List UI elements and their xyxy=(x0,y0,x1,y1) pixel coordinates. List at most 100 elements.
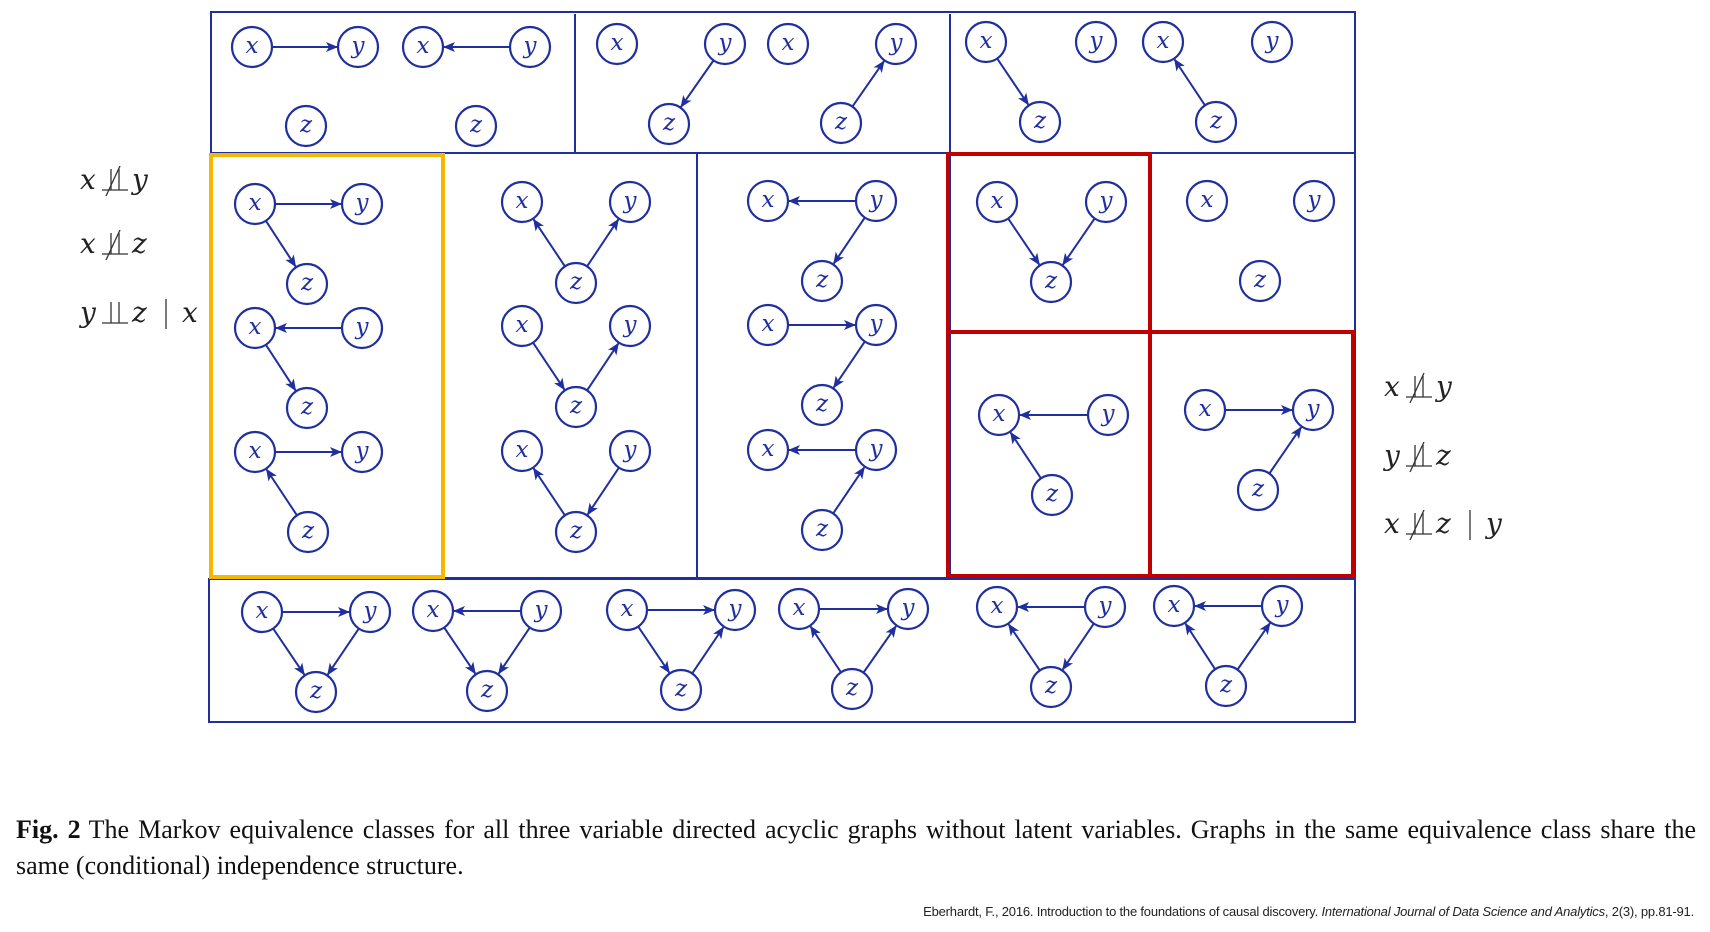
node-label: x xyxy=(1157,28,1170,54)
node-circle xyxy=(659,668,703,712)
node-z: z xyxy=(1236,468,1280,512)
node-circle xyxy=(746,303,790,347)
edge-z-to-x xyxy=(1007,623,1041,671)
node-x: x xyxy=(605,588,649,632)
node-circle xyxy=(554,385,598,429)
node-circle xyxy=(608,429,652,473)
node-x: x xyxy=(500,304,544,348)
node-label: y xyxy=(869,187,884,213)
node-z: z xyxy=(1029,260,1073,304)
node-y: y xyxy=(854,428,898,472)
node-circle xyxy=(777,587,821,631)
node-x: x xyxy=(411,589,455,633)
node-circle xyxy=(233,182,277,226)
dag-bottom-1: x y z xyxy=(240,590,392,714)
node-circle xyxy=(1291,388,1335,432)
node-circle xyxy=(1141,20,1185,64)
node-circle xyxy=(977,393,1021,437)
variable-label: x xyxy=(1384,370,1400,403)
node-label: y xyxy=(355,438,370,464)
node-label: z xyxy=(662,110,676,136)
node-label: x xyxy=(516,188,529,214)
node-x: x xyxy=(233,306,277,350)
node-label: x xyxy=(993,401,1006,427)
node-circle xyxy=(647,102,691,146)
node-label: z xyxy=(300,394,314,420)
node-z: z xyxy=(294,670,338,714)
node-z: z xyxy=(465,669,509,713)
node-label: x xyxy=(621,596,634,622)
node-circle xyxy=(1260,584,1304,628)
not-independence-symbol-icon xyxy=(102,229,128,261)
node-label: y xyxy=(623,312,638,338)
variable-label: x xyxy=(80,227,96,260)
node-circle xyxy=(519,589,563,633)
node-label: z xyxy=(815,267,829,293)
node-x: x xyxy=(975,585,1019,629)
edge-x-to-z xyxy=(637,626,671,674)
node-circle xyxy=(233,430,277,474)
node-circle xyxy=(554,510,598,554)
node-circle xyxy=(411,589,455,633)
node-label: x xyxy=(256,598,269,624)
node-y: y xyxy=(608,180,652,224)
node-x: x xyxy=(1141,20,1185,64)
variable-label: x xyxy=(80,163,96,196)
node-label: x xyxy=(417,33,430,59)
node-circle xyxy=(713,588,757,632)
node-circle xyxy=(1074,20,1118,64)
node-label: y xyxy=(623,188,638,214)
node-circle xyxy=(336,25,380,69)
edge-z-to-y xyxy=(832,466,866,514)
edge-z-to-y xyxy=(862,625,897,674)
yellow-highlight-box xyxy=(209,153,445,579)
node-label: x xyxy=(249,438,262,464)
node-label: y xyxy=(623,437,638,463)
node-y: y xyxy=(874,22,918,66)
node-label: y xyxy=(1098,593,1113,619)
edge-z-to-y xyxy=(691,626,725,674)
frames-layer xyxy=(208,11,1356,723)
node-label: x xyxy=(516,312,529,338)
red-box-top-left xyxy=(946,152,1152,334)
node-label: y xyxy=(1265,28,1280,54)
red-box-bottom-right xyxy=(1148,330,1355,578)
node-circle xyxy=(1238,259,1282,303)
node-label: x xyxy=(980,28,993,54)
independence-symbol-icon xyxy=(102,302,128,324)
node-label: x xyxy=(249,314,262,340)
node-y: y xyxy=(1086,393,1130,437)
edge-z-to-x xyxy=(1009,431,1042,479)
node-label: x xyxy=(762,187,775,213)
not-independence-symbol-icon xyxy=(1406,372,1432,404)
node-label: y xyxy=(363,598,378,624)
node-circle xyxy=(240,590,284,634)
node-circle xyxy=(1185,179,1229,223)
node-y: y xyxy=(703,22,747,66)
node-circle xyxy=(819,101,863,145)
node-circle xyxy=(465,669,509,713)
node-z: z xyxy=(659,668,703,712)
node-y: y xyxy=(519,589,563,633)
edge-y-to-z xyxy=(1061,623,1095,671)
node-label: x xyxy=(249,190,262,216)
node-circle xyxy=(975,180,1019,224)
variable-label: z xyxy=(131,227,147,260)
node-label: y xyxy=(1275,592,1290,618)
citation-journal: International Journal of Data Science an… xyxy=(1321,904,1605,919)
node-y: y xyxy=(1260,584,1304,628)
node-y: y xyxy=(713,588,757,632)
node-label: y xyxy=(718,30,733,56)
edge-y-to-z xyxy=(586,467,620,516)
